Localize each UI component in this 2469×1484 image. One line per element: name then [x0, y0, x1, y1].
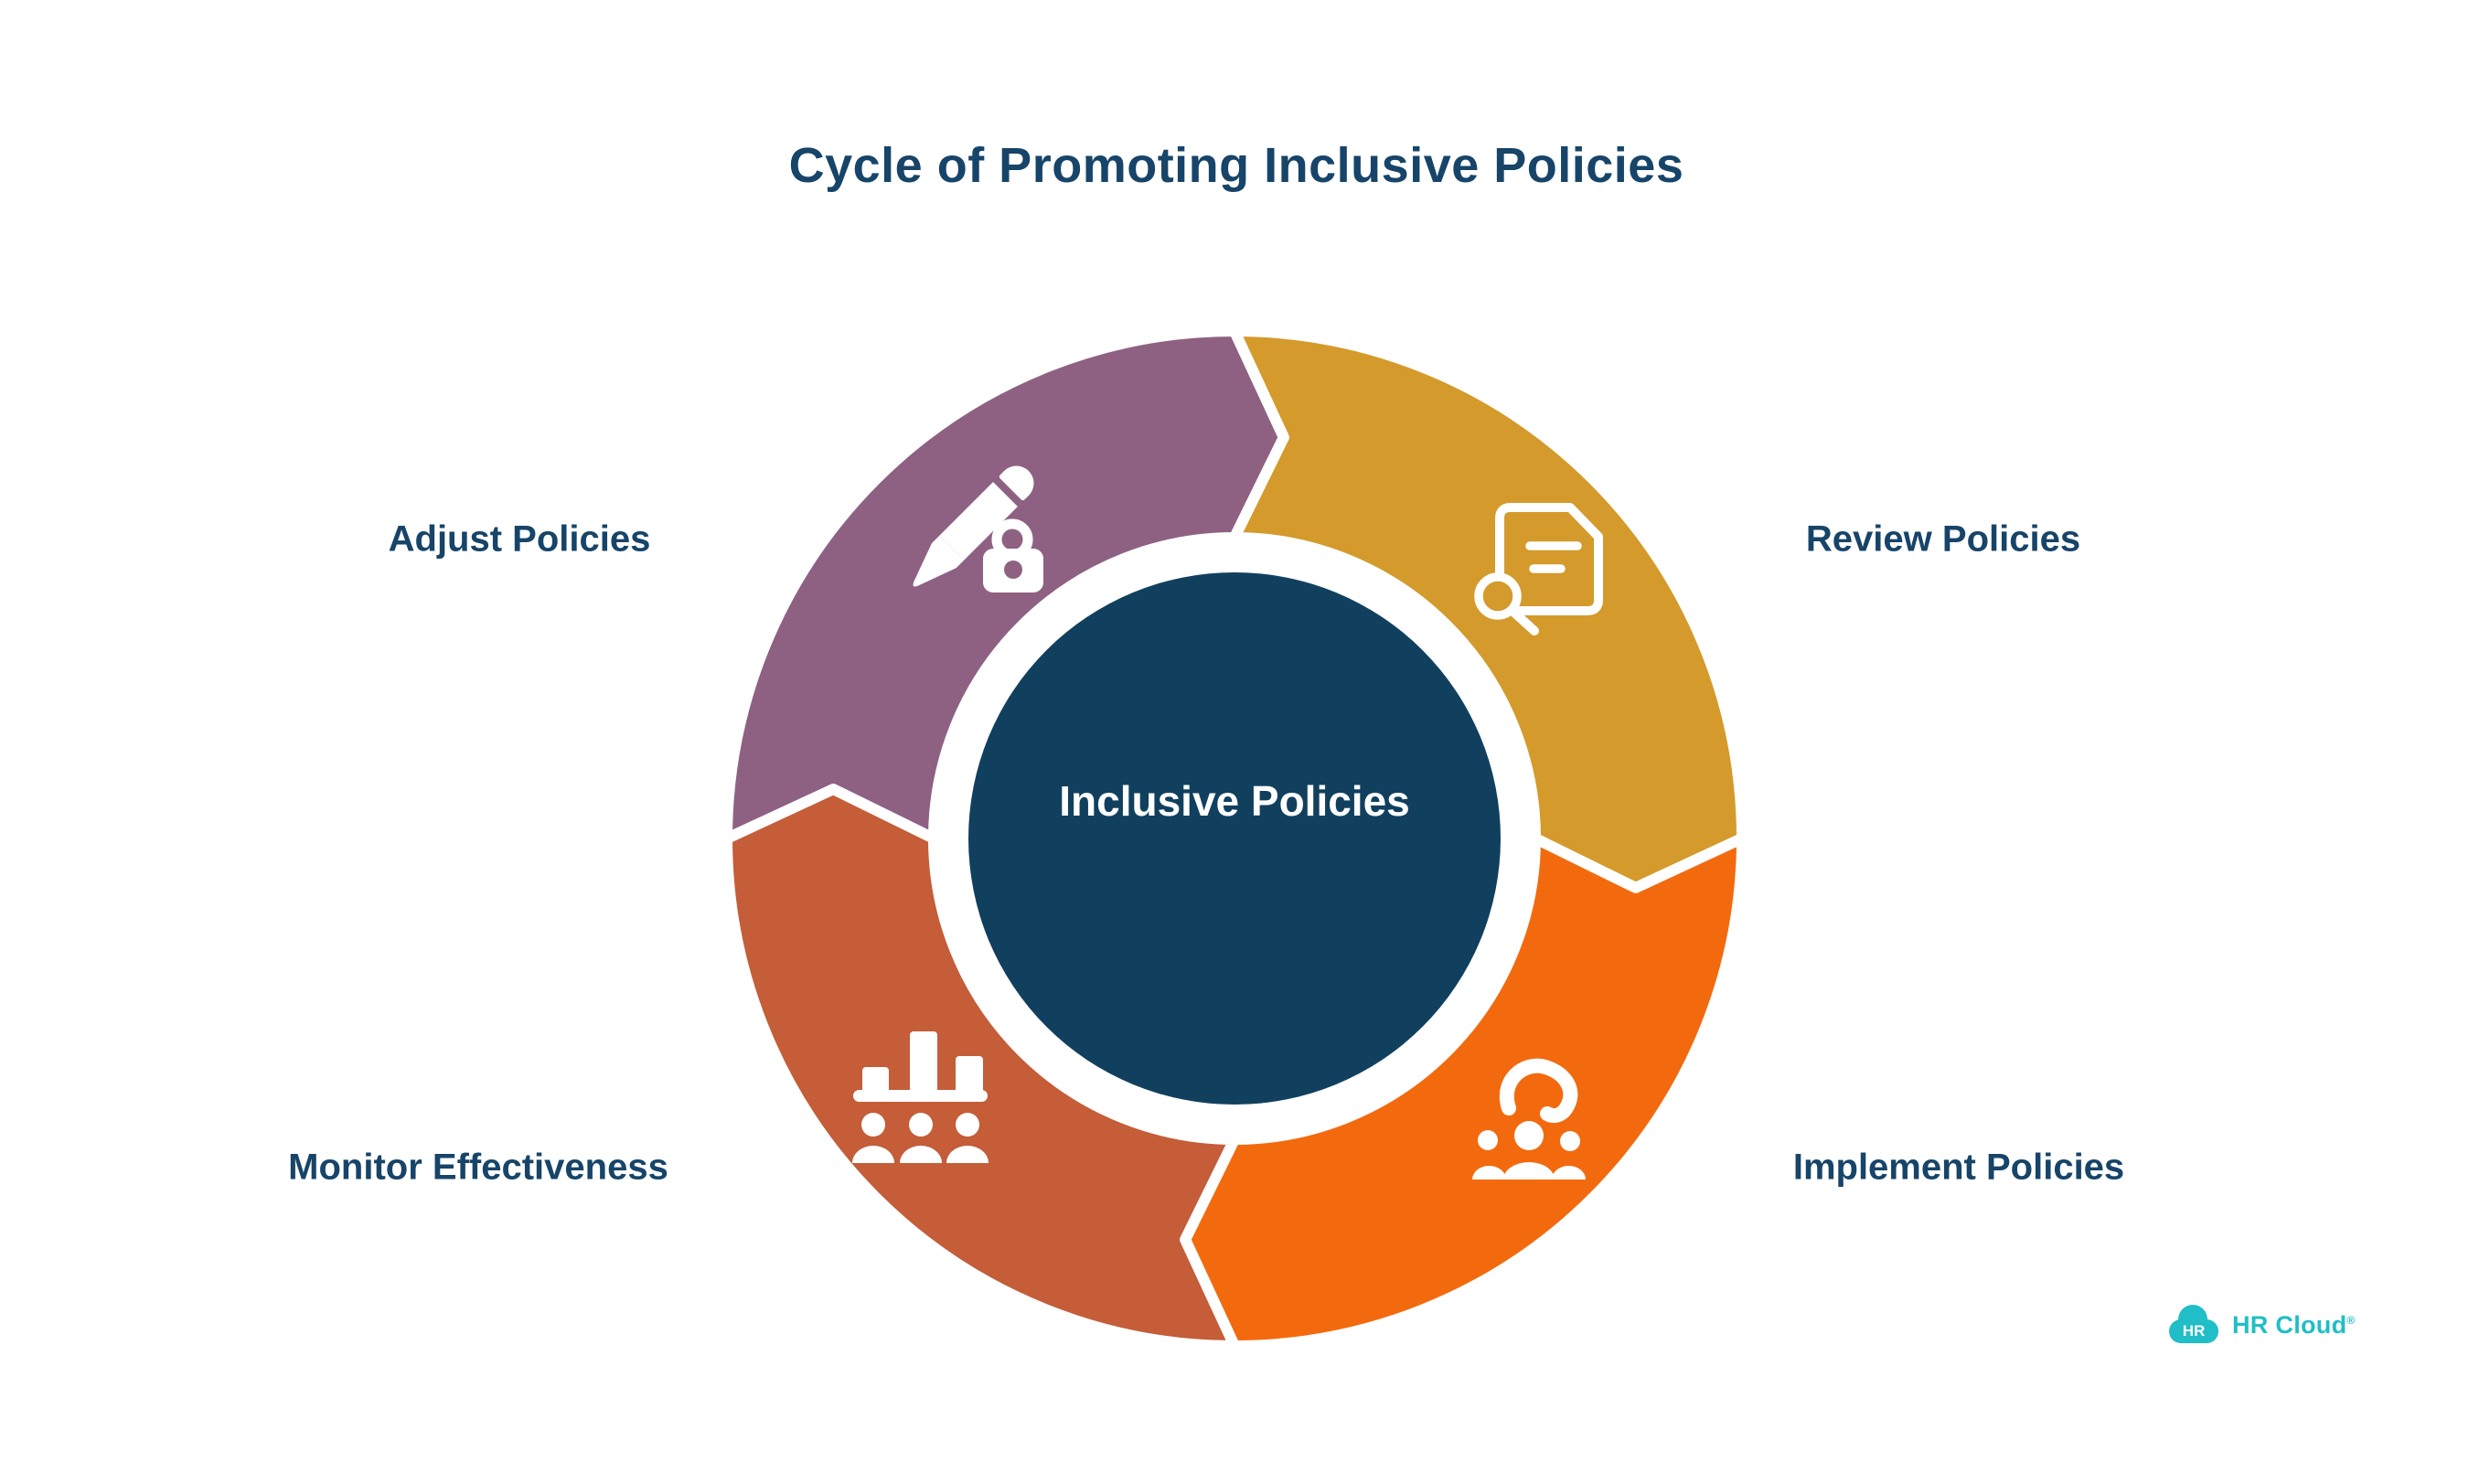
- team-bar-chart-icon: [852, 1031, 989, 1163]
- document-magnifier-icon: [1474, 503, 1603, 635]
- label-adjust-policies: Adjust Policies: [388, 518, 651, 560]
- label-implement-policies: Implement Policies: [1792, 1147, 2125, 1188]
- center-circle: [968, 572, 1501, 1105]
- segment-implement-policies: [1180, 833, 1748, 1351]
- center-circle-label: Inclusive Policies: [1059, 777, 1410, 825]
- magnifier-lens: [1474, 572, 1522, 620]
- page-title: Cycle of Promoting Inclusive Policies: [788, 138, 1684, 193]
- team-question-icon: [1472, 1058, 1586, 1180]
- label-review-policies: Review Policies: [1805, 518, 2081, 560]
- hr-cloud-badge-text: HR: [2183, 1322, 2206, 1340]
- hr-cloud-logo: HR HR Cloud®: [2165, 1299, 2356, 1346]
- keyhole: [1004, 561, 1022, 579]
- hr-cloud-logo-icon: HR: [2169, 1304, 2218, 1343]
- registered-mark: ®: [2346, 1314, 2356, 1327]
- pencil-lock-icon: [913, 465, 1043, 593]
- label-monitor-effectiveness: Monitor Effectiveness: [288, 1147, 668, 1188]
- hr-cloud-brand-text: HR Cloud®: [2232, 1311, 2356, 1339]
